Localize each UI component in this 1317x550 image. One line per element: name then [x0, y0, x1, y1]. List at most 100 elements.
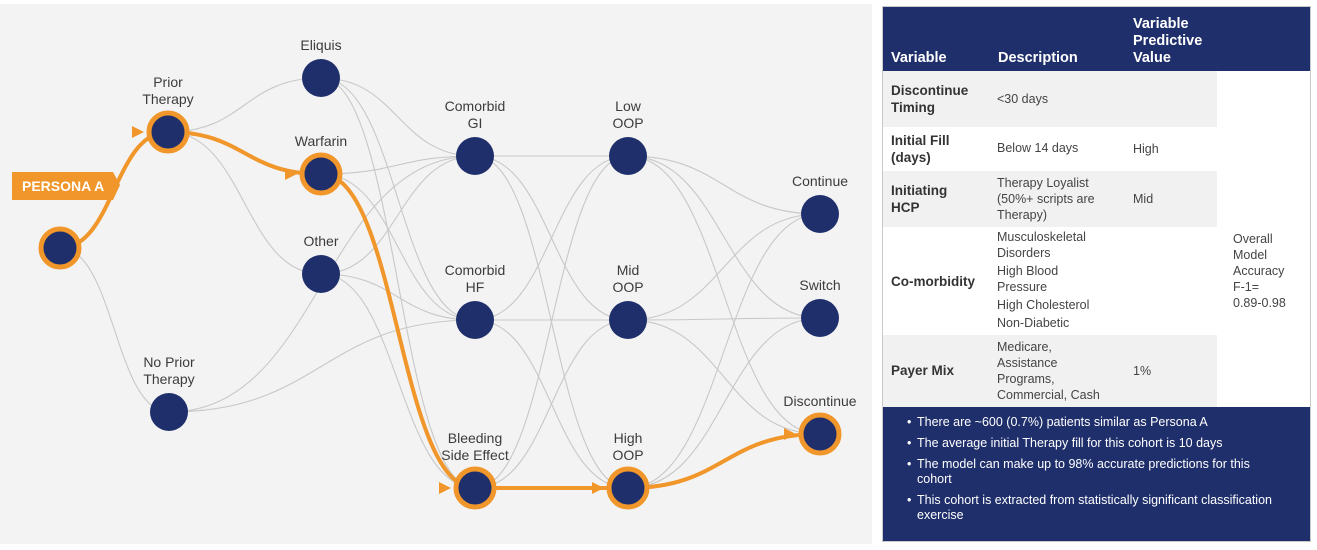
variable-table-panel: Variable Description Variable Predictive…: [882, 6, 1311, 542]
note-item: The model can make up to 98% accurate pr…: [907, 457, 1277, 487]
table-header: Variable Description Variable Predictive…: [883, 7, 1310, 71]
node-circle: [299, 152, 343, 196]
arrowhead: [132, 126, 144, 138]
node-circle: [609, 137, 647, 175]
node-circle: [150, 393, 188, 431]
link-warfarin-comorbid_gi: [320, 155, 476, 175]
row-variable-line: Discontinue: [891, 83, 969, 98]
node-start: [38, 226, 82, 270]
link-mid_oop-switch: [627, 317, 821, 321]
node-circle: [38, 226, 82, 270]
link-eliquis-comorbid_gi: [320, 77, 476, 157]
link-other-bleeding: [320, 273, 476, 489]
node-label: OOP: [612, 279, 643, 295]
node-circle: [302, 255, 340, 293]
row-variable-line: Payer Mix: [891, 363, 955, 378]
link-other-comorbid_hf: [320, 273, 476, 321]
header-variable: Variable: [891, 50, 947, 66]
arrowhead: [285, 168, 297, 180]
node-circle: [456, 137, 494, 175]
row-variable-line: (days): [891, 150, 931, 165]
row-description: Below 14 days: [997, 140, 1107, 156]
node-label: High: [614, 430, 643, 446]
link-mid_oop-discontinue: [627, 319, 821, 435]
header-predictive-line: Predictive: [1133, 33, 1203, 49]
row-predictive-value: High: [1133, 142, 1159, 156]
node-discontinue: Discontinue: [783, 393, 857, 456]
node-label: Discontinue: [783, 393, 856, 409]
row-variable: Initial Fill (days): [891, 132, 950, 166]
link-low_oop-discontinue: [627, 155, 821, 435]
node-circle: [801, 299, 839, 337]
node-label: Continue: [792, 173, 848, 189]
node-continue: Continue: [792, 173, 848, 233]
row-description: Musculoskeletal Disorders High Blood Pre…: [997, 229, 1117, 331]
link-eliquis-bleeding: [320, 77, 476, 489]
persona-text: PERSONA A: [22, 178, 104, 194]
node-circle: [606, 466, 650, 510]
table-row: Initial Fill (days) Below 14 days High: [883, 127, 1217, 171]
row-variable-line: Co-morbidity: [891, 274, 975, 289]
node-circle: [456, 301, 494, 339]
header-predictive-line: Value: [1133, 50, 1171, 66]
node-circle: [798, 412, 842, 456]
row-predictive-value: Mid: [1133, 192, 1154, 206]
node-label: GI: [468, 115, 483, 131]
table-row: Payer Mix Medicare, Assistance Programs,…: [883, 335, 1217, 407]
row-variable-line: Initiating: [891, 183, 948, 198]
node-label: Low: [615, 98, 642, 114]
arrowhead: [592, 482, 604, 494]
row-description: Therapy Loyalist (50%+ scripts are Thera…: [997, 175, 1107, 223]
highlight-link-high_oop-discontinue: [627, 432, 821, 490]
highlight-path: [59, 126, 821, 494]
node-label: Therapy: [142, 91, 193, 107]
node-label: Bleeding: [448, 430, 503, 446]
link-low_oop-switch: [627, 155, 821, 319]
row-description-line: Below 14 days: [997, 141, 1079, 155]
link-comorbid_hf-low_oop: [474, 155, 629, 321]
node-label: Prior: [153, 74, 183, 90]
row-variable: Initiating HCP: [891, 182, 947, 216]
link-eliquis-comorbid_hf: [320, 77, 476, 321]
node-label: Mid: [617, 262, 640, 278]
link-start-no_prior_therapy: [59, 247, 170, 413]
table-row: Initiating HCP Therapy Loyalist (50%+ sc…: [883, 171, 1217, 227]
overall-line: Accuracy: [1233, 264, 1285, 278]
node-circle: [453, 466, 497, 510]
node-label: Eliquis: [300, 37, 341, 53]
node-label: OOP: [612, 447, 643, 463]
node-label: Other: [303, 233, 338, 249]
node-circle: [609, 301, 647, 339]
row-predictive-value: 1%: [1133, 364, 1152, 378]
header-predictive-line: Variable: [1133, 16, 1189, 32]
persona-tag: [12, 172, 120, 200]
row-description: Medicare, Assistance Programs, Commercia…: [997, 339, 1117, 403]
row-description-line: Therapy): [997, 208, 1048, 222]
overall-line: Overall: [1233, 232, 1273, 246]
link-mid_oop-continue: [627, 213, 821, 321]
row-description: <30 days: [997, 91, 1107, 107]
overall-line: F-1=: [1233, 280, 1260, 294]
row-description-line: Commercial, Cash: [997, 388, 1100, 402]
node-circle: [801, 195, 839, 233]
link-prior_therapy-other: [167, 131, 322, 275]
highlight-link-warfarin-bleeding: [320, 172, 476, 490]
highlight-link-prior_therapy-warfarin: [167, 130, 322, 176]
node-label: Side Effect: [441, 447, 509, 463]
persona-label: PERSONA A: [12, 172, 120, 200]
row-description-line: High Blood: [997, 264, 1059, 278]
node-label: No Prior: [143, 354, 195, 370]
overall-line: Model: [1233, 248, 1268, 262]
row-description-line: <30 days: [997, 92, 1049, 106]
row-description-line: Disorders: [997, 246, 1051, 260]
node-warfarin: Warfarin: [295, 133, 347, 196]
row-description-line: Non-Diabetic: [997, 316, 1070, 330]
note-item: The average initial Therapy fill for thi…: [907, 436, 1277, 451]
